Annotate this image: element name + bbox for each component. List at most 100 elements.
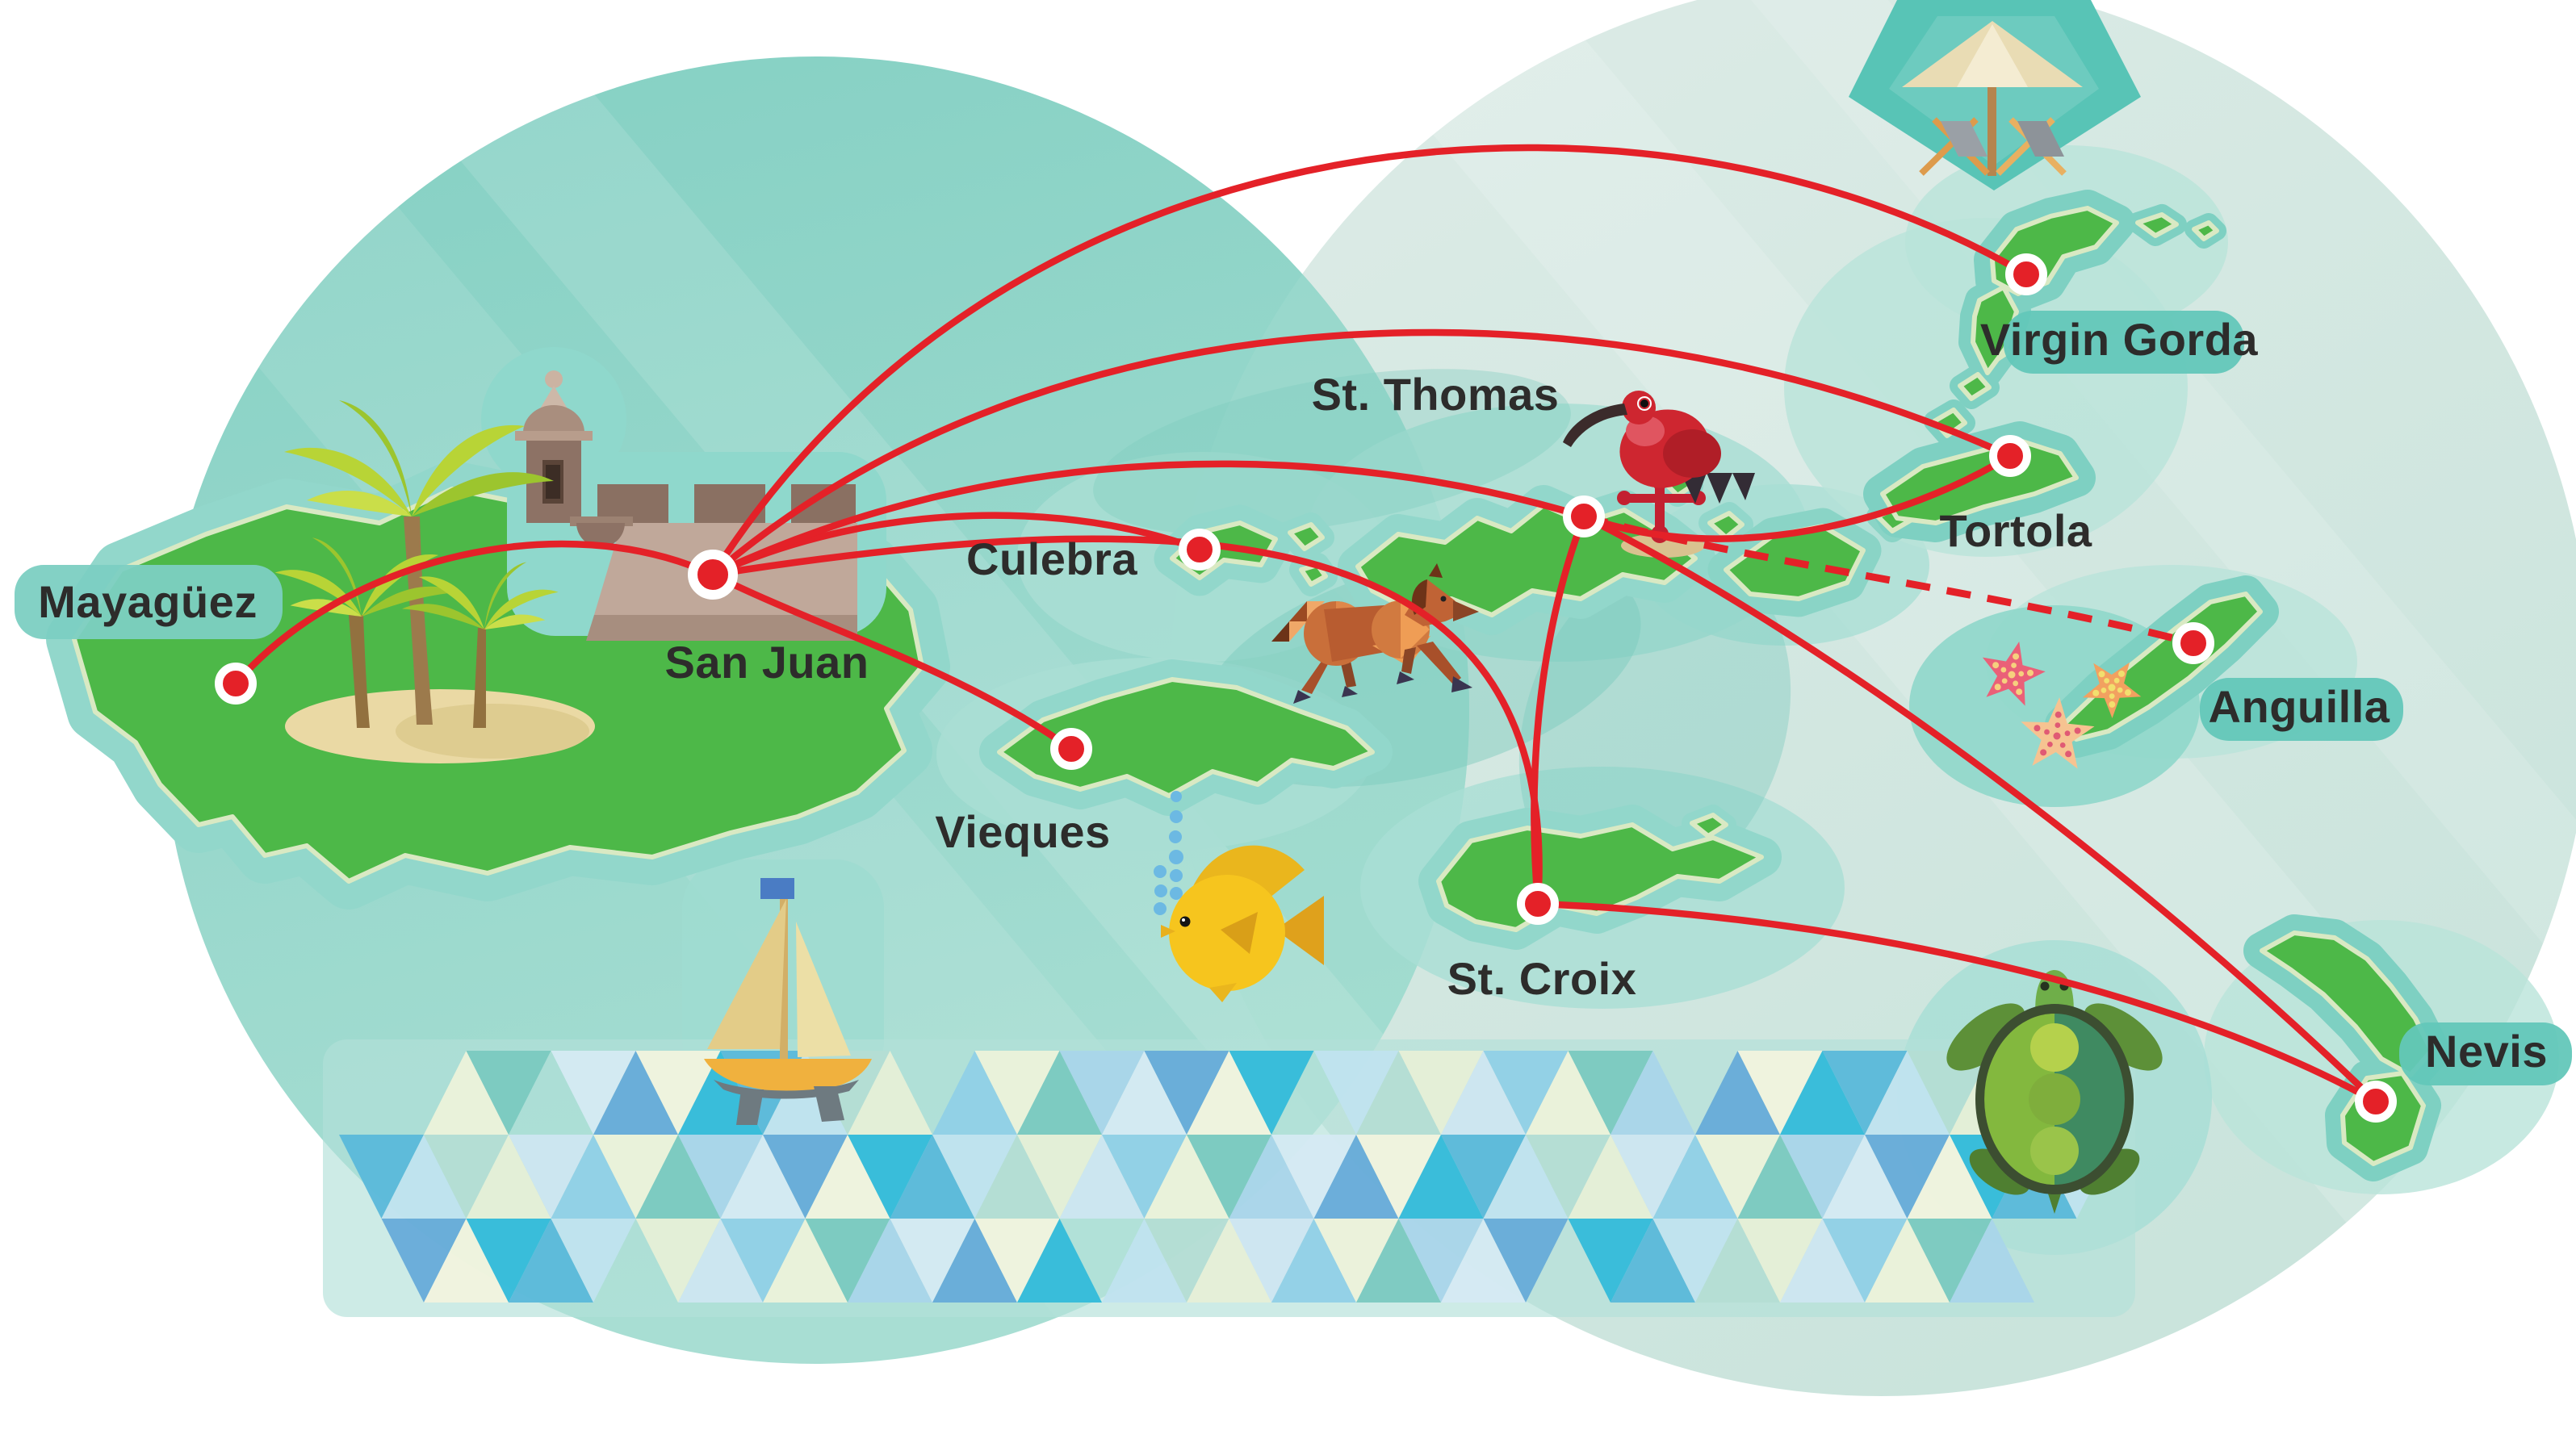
boat-flag (760, 878, 794, 899)
water-mosaic (339, 1051, 2119, 1303)
bubbles-icon (1154, 791, 1183, 915)
mosaic-triangle (1187, 1135, 1271, 1219)
city-label-st-thomas: St. Thomas (1312, 369, 1560, 420)
mosaic-triangle (1611, 1135, 1695, 1219)
mosaic-triangle (1526, 1135, 1611, 1219)
mosaic-triangle (1398, 1219, 1484, 1303)
mosaic-triangle (1059, 1051, 1145, 1135)
mosaic-triangle (1611, 1219, 1695, 1303)
route-st-thomas-anguilla (1582, 512, 2195, 647)
mosaic-triangle (1865, 1135, 1950, 1219)
route-san-juan-tortola (709, 328, 2014, 579)
deck-chairs-icon (1919, 117, 2067, 176)
mosaic-triangle (720, 1219, 806, 1303)
route-st-croix-nevis (1534, 900, 2380, 1106)
mosaic-triangle (1229, 1135, 1314, 1219)
mosaic-triangle (1229, 1051, 1314, 1135)
mosaic-triangle (1229, 1219, 1314, 1303)
island-culebra-islet-1 (1288, 522, 1325, 551)
mosaic-triangle (1568, 1051, 1653, 1135)
mosaic-triangle (1144, 1219, 1229, 1303)
route-san-juan-st-thomas (709, 460, 1588, 579)
mosaic-triangle (424, 1219, 509, 1303)
mosaic-triangle (1568, 1135, 1653, 1219)
city-marker-tortola[interactable] (1989, 435, 2031, 477)
mosaic-triangle (1313, 1051, 1399, 1135)
island-st-croix-islet (1690, 813, 1728, 838)
city-label-san-juan: San Juan (665, 637, 869, 688)
mosaic-triangle (678, 1219, 763, 1303)
route-san-juan-mayaguez (232, 540, 717, 688)
city-marker-st-croix[interactable] (1517, 883, 1559, 925)
mosaic-triangle (551, 1051, 636, 1135)
route-st-thomas-st-croix (1531, 512, 1588, 908)
route-st-thomas-nevis (1580, 512, 2380, 1106)
mosaic-triangle (1483, 1219, 1569, 1303)
mosaic-triangle (1737, 1051, 1823, 1135)
city-marker-st-thomas[interactable] (1563, 496, 1605, 537)
mosaic-triangle (848, 1135, 932, 1219)
fort-icon (481, 347, 886, 641)
city-marker-mayaguez[interactable] (215, 663, 257, 705)
city-marker-culebra[interactable] (1179, 529, 1221, 571)
mosaic-triangle (1907, 1219, 1992, 1303)
mosaic-triangle (1780, 1135, 1865, 1219)
mosaic-triangle (848, 1219, 932, 1303)
mosaic-triangle (1271, 1219, 1356, 1303)
mosaic-triangle (1187, 1219, 1271, 1303)
city-label-tortola: Tortola (1939, 505, 2092, 556)
mosaic-triangle (593, 1135, 678, 1219)
label-blob-mayaguez (15, 565, 283, 639)
mosaic-triangle (1737, 1219, 1823, 1303)
ibis-icon (1563, 391, 1755, 558)
mosaic-triangle (974, 1219, 1060, 1303)
starfish-icon (1982, 642, 2142, 769)
mosaic-triangle (1526, 1051, 1611, 1135)
mosaic-triangle (1102, 1051, 1187, 1135)
mosaic-triangle (1822, 1135, 1908, 1219)
city-marker-vieques[interactable] (1050, 728, 1092, 770)
mosaic-triangle (1441, 1135, 1526, 1219)
routes (232, 144, 2380, 1106)
label-blob-anguilla (2200, 678, 2403, 741)
mosaic-triangle (805, 1135, 890, 1219)
sea-turtle-icon (1946, 970, 2163, 1214)
mosaic-triangle (1271, 1135, 1356, 1219)
mosaic-triangle (1907, 1051, 1992, 1135)
fish-icon (1154, 791, 1324, 1002)
mosaic-triangle (1356, 1135, 1441, 1219)
mosaic-triangle (1695, 1135, 1780, 1219)
city-marker-san-juan[interactable] (688, 550, 738, 600)
mosaic-triangle (1144, 1135, 1229, 1219)
mosaic-triangle (424, 1051, 509, 1135)
mosaic-triangle (1102, 1135, 1187, 1219)
mosaic-triangle (466, 1051, 551, 1135)
palm-trees-icon (274, 400, 595, 763)
city-label-virgin-gorda: Virgin Gorda (1980, 314, 2258, 365)
mosaic-triangle (1356, 1219, 1441, 1303)
city-marker-anguilla[interactable] (2172, 622, 2214, 664)
mosaic-triangle (381, 1135, 467, 1219)
mosaic-triangle (635, 1219, 721, 1303)
label-blob-virgin-gorda (2004, 311, 2244, 374)
mosaic-triangle (1652, 1135, 1738, 1219)
island-tortola-chain-2 (1958, 372, 1992, 401)
mosaic-triangle (1441, 1051, 1526, 1135)
city-marker-virgin-gorda[interactable] (2005, 253, 2047, 295)
mosaic-triangle (720, 1135, 806, 1219)
mosaic-triangle (1441, 1219, 1526, 1303)
mosaic-triangle (763, 1135, 848, 1219)
city-marker-nevis[interactable] (2355, 1081, 2397, 1123)
mosaic-triangle (1017, 1051, 1102, 1135)
mosaic-triangle (1695, 1051, 1780, 1135)
mosaic-triangle (974, 1051, 1060, 1135)
mosaic-triangle (1356, 1051, 1441, 1135)
city-label-anguilla: Anguilla (2209, 681, 2390, 732)
beach-umbrella-icon (1849, 0, 2141, 190)
city-label-culebra: Culebra (966, 533, 1137, 584)
island-virgin-gorda-south (1971, 285, 2019, 375)
mosaic-triangle (1144, 1051, 1229, 1135)
route-san-juan-st-croix (709, 535, 1543, 908)
